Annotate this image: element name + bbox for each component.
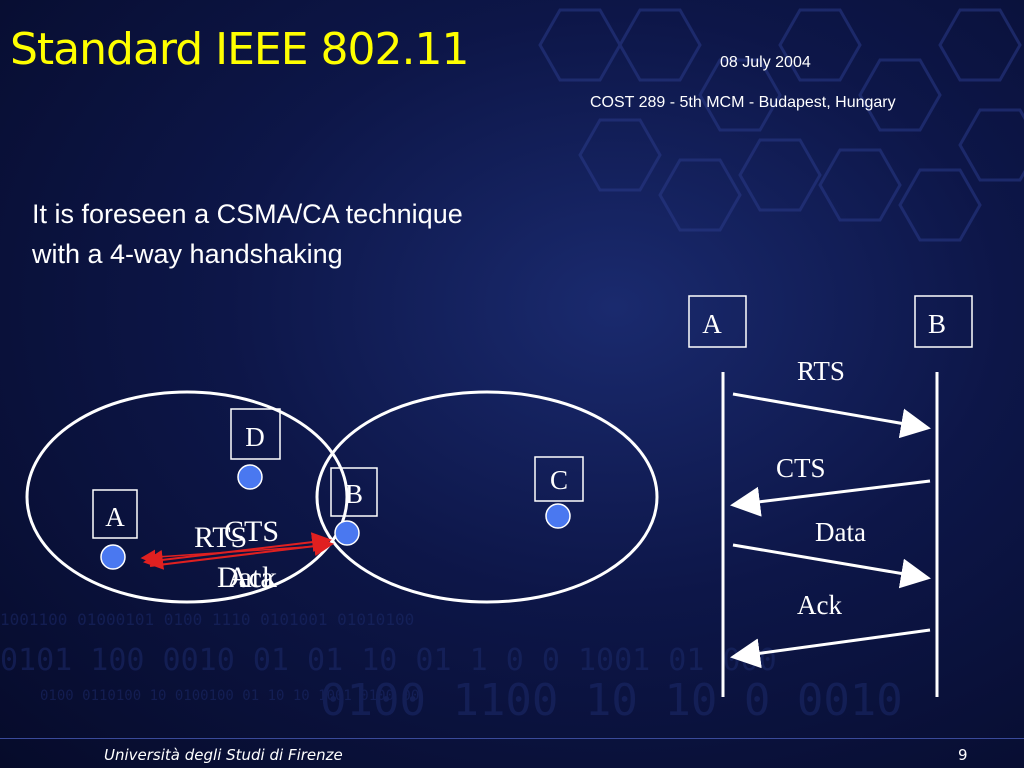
node-label-text: B: [345, 479, 363, 509]
svg-text:0100 1100 10 10 0 0010: 0100 1100 10 10 0 0010: [320, 675, 903, 726]
message-label-data: Data: [815, 517, 866, 547]
sequence-station-a: A: [688, 295, 747, 348]
message-arrow-cts: [730, 479, 931, 517]
sequence-station-label: B: [928, 309, 946, 339]
svg-text:0100 0110100 10 0100100 01 10: 0100 0110100 10 0100100 01 10 10 1001 01…: [40, 688, 419, 704]
node-label-b: B: [330, 467, 378, 517]
conference-label: COST 289 - 5th MCM - Budapest, Hungary: [590, 94, 896, 111]
message-arrow-ack: [730, 628, 931, 669]
message-arrow-data: [732, 543, 931, 589]
overlay-label-rts: RTS: [194, 521, 247, 554]
overlay-label-cts: CTS: [224, 515, 279, 548]
node-label-a: A: [92, 489, 138, 539]
handshake-arrow: [140, 545, 321, 565]
node-label-d: D: [230, 408, 281, 460]
presentation-date: 08 July 2004: [720, 54, 811, 71]
message-label-cts: CTS: [776, 453, 826, 483]
coverage-area-a: [25, 390, 349, 604]
station-node-c: [545, 503, 571, 529]
slide-title: Standard IEEE 802.11: [10, 24, 469, 75]
node-label-text: A: [105, 502, 125, 532]
station-node-d: [237, 464, 263, 490]
overlay-label-data: Data: [217, 561, 274, 594]
station-node-b: [334, 520, 360, 546]
sequence-station-label: A: [702, 309, 722, 339]
overlay-label-ack: Ack: [227, 561, 277, 594]
body-line: with a 4-way handshaking: [32, 239, 343, 269]
node-label-text: D: [245, 422, 265, 452]
footer-university: Università degli Studi di Firenze: [104, 746, 343, 764]
footer-divider: [0, 738, 1024, 739]
sequence-station-b: B: [914, 295, 973, 348]
message-arrow-rts: [732, 392, 931, 439]
svg-text:0101 100 0010 01 01 10 01 1 0: 0101 100 0010 01 01 10 01 1 0 0 1001 01 …: [0, 643, 777, 678]
slide-body: It is foreseen a CSMA/CA technique with …: [32, 194, 463, 274]
station-node-a: [100, 544, 126, 570]
message-label-ack: Ack: [797, 590, 842, 620]
page-number: 9: [958, 746, 968, 764]
node-label-c: C: [534, 456, 584, 502]
node-label-text: C: [550, 465, 568, 495]
coverage-area-b: [315, 390, 659, 604]
body-line: It is foreseen a CSMA/CA technique: [32, 199, 463, 229]
message-label-rts: RTS: [797, 356, 845, 386]
svg-text:1001100 01000101 0100 1110 010: 1001100 01000101 0100 1110 0101001 01010…: [0, 610, 414, 629]
